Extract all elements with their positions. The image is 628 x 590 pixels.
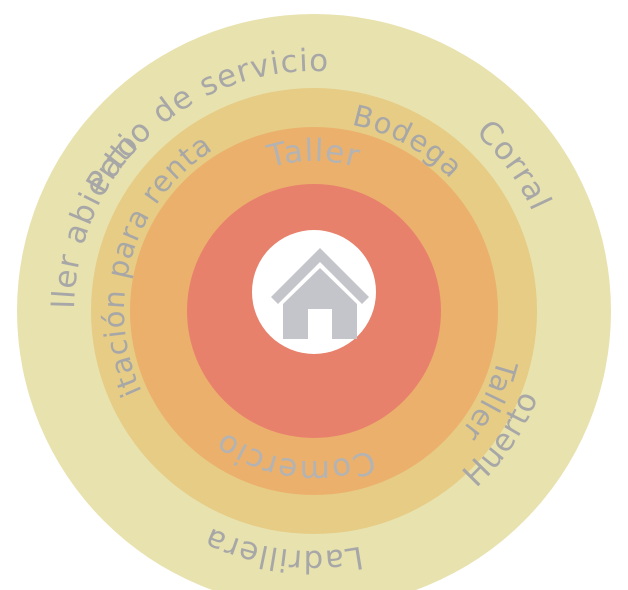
house-icon (271, 248, 369, 339)
